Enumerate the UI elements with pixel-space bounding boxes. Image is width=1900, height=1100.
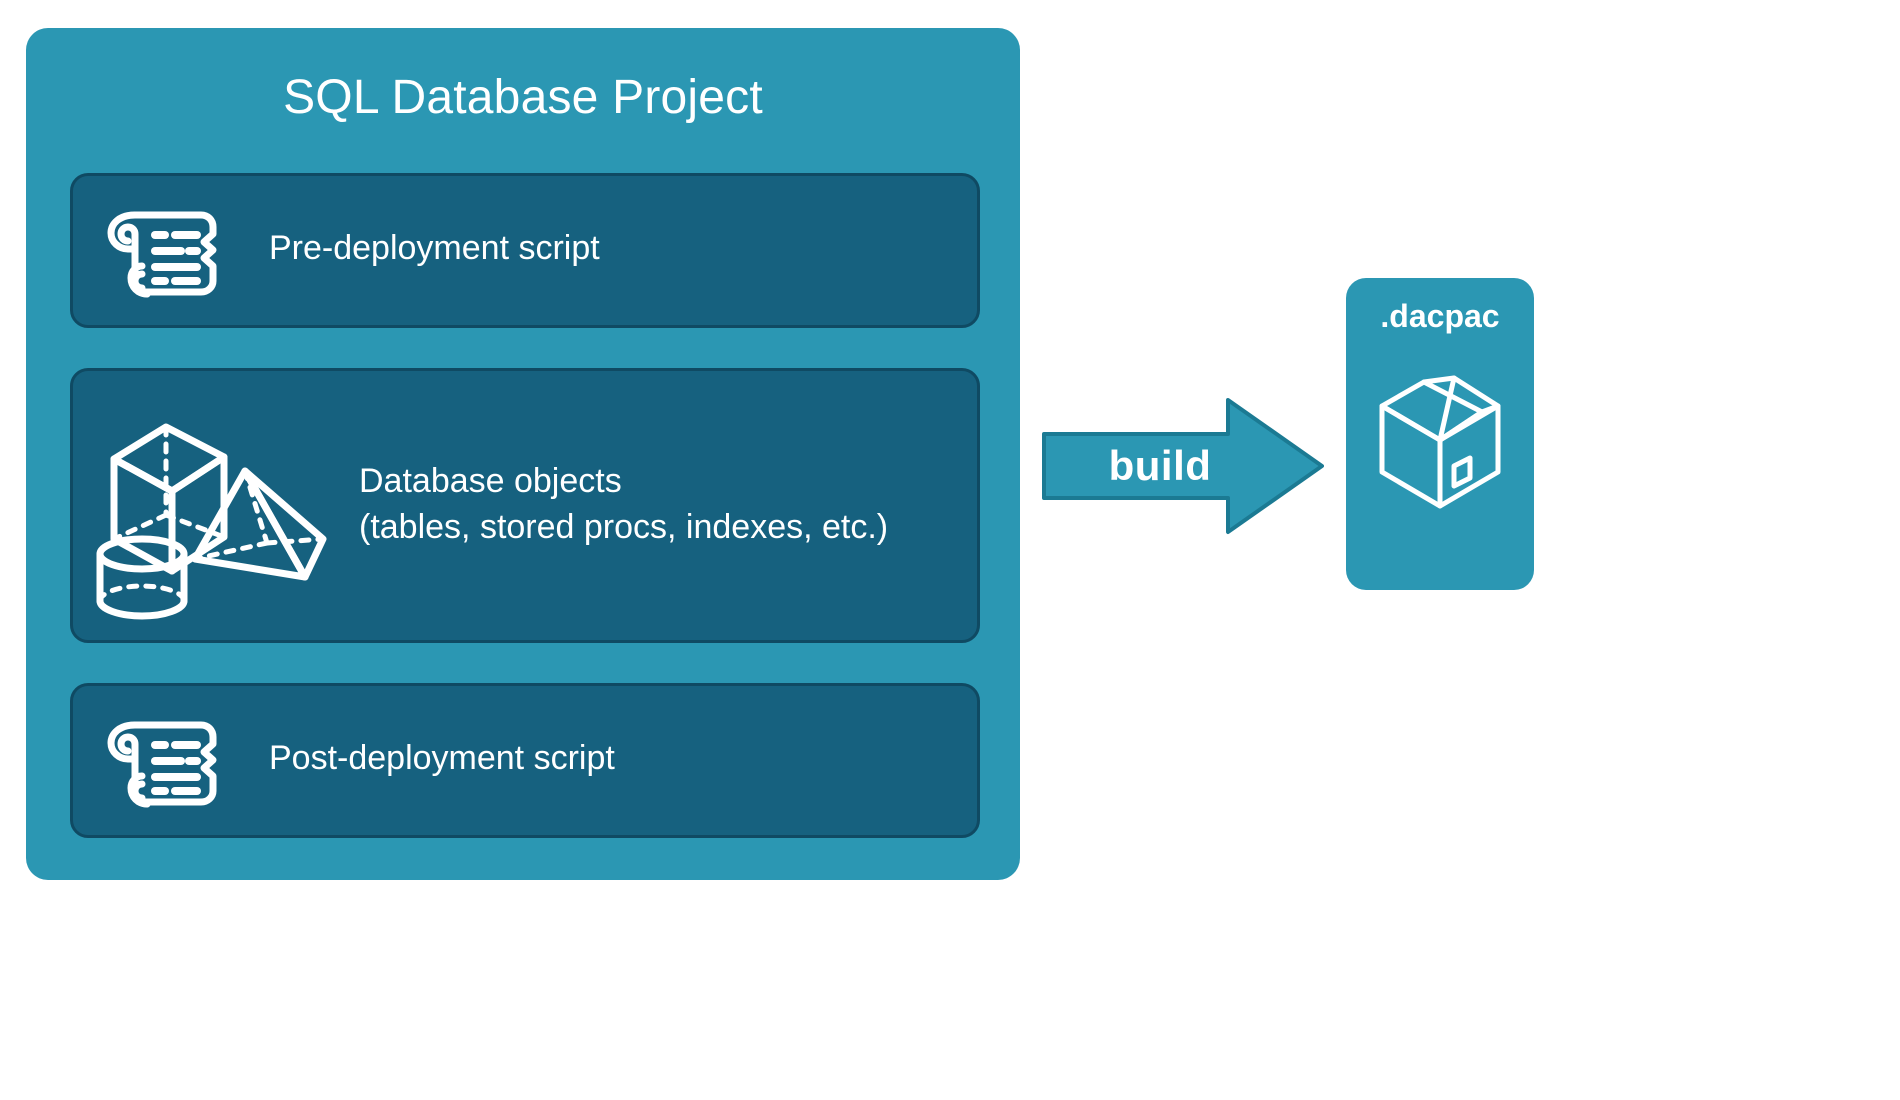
panel-label-line-1: Database objects — [359, 462, 622, 500]
scroll-icon — [97, 711, 227, 816]
package-box-icon — [1374, 360, 1506, 510]
dacpac-output-card[interactable]: .dacpac — [1346, 278, 1534, 590]
panel-label-line-2: (tables, stored procs, indexes, etc.) — [359, 507, 889, 546]
panel-database-objects[interactable]: Database objects (tables, stored procs, i… — [70, 368, 980, 643]
panel-post-deployment[interactable]: Post-deployment script — [70, 683, 980, 838]
build-arrow-icon — [1042, 396, 1324, 536]
project-title: SQL Database Project — [283, 71, 763, 124]
panel-label-database-objects: Database objects (tables, stored procs, i… — [359, 459, 888, 551]
panel-label-post-deployment: Post-deployment script — [269, 739, 615, 777]
database-object-shapes — [87, 391, 337, 626]
panel-label-pre-deployment: Pre-deployment script — [269, 229, 600, 267]
panel-pre-deployment[interactable]: Pre-deployment script — [70, 173, 980, 328]
sql-database-project-card: SQL Database Project — [26, 28, 1020, 880]
scroll-icon — [97, 201, 227, 306]
dacpac-title: .dacpac — [1380, 298, 1500, 334]
